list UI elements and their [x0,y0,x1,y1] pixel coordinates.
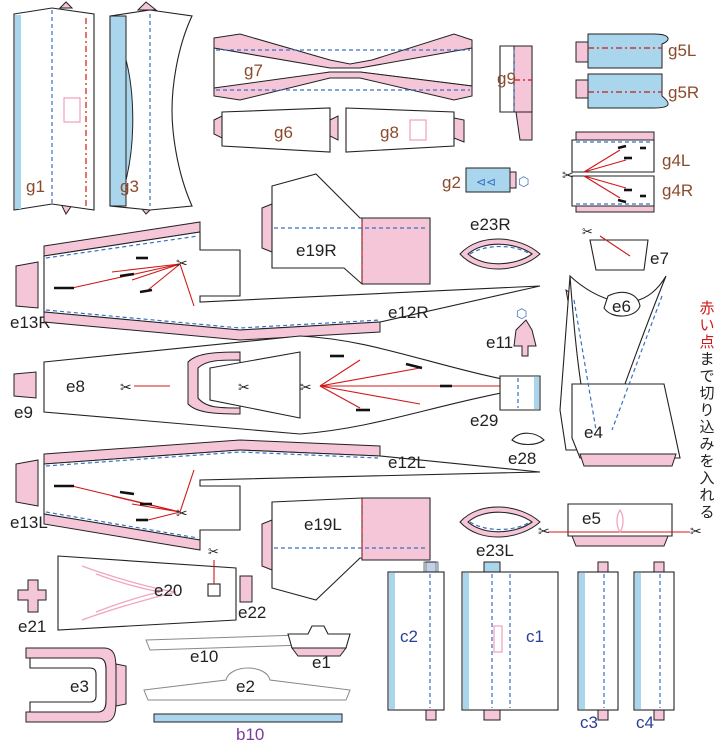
scissors-icon: ✂ [690,523,702,539]
scissors-icon: ✂ [208,544,219,559]
label-g1: g1 [26,177,45,196]
label-e23R: e23R [470,215,511,234]
part-e4: e6 e4 [559,274,681,467]
label-e23L: e23L [476,541,514,560]
label-g4R: g4R [662,181,693,200]
label-e9: e9 [14,403,33,422]
label-c3: c3 [580,713,598,732]
part-e28: e28 [508,432,545,468]
label-e5: e5 [582,509,601,528]
part-e19L: e19L [261,497,431,601]
part-e19R: e19R [261,173,431,285]
label-e1: e1 [312,653,331,672]
label-e12R: e12R [388,303,429,322]
part-c3: c3 [577,561,619,732]
part-e9: e9 [13,371,37,422]
label-e12L: e12L [388,453,426,472]
label-e29: e29 [470,411,498,430]
instruction-cut-text: まで切り込みを入れる [699,351,715,521]
part-e20: ✂ e20 [57,544,237,631]
part-e10: e10 [145,633,337,666]
part-b10: b10 [153,713,343,744]
part-g9: g9 [497,45,533,141]
label-g6: g6 [274,123,293,142]
label-e11: e11 [486,333,513,352]
label-c4: c4 [636,713,654,732]
part-c2: c2 [387,561,445,721]
label-g4L: g4L [662,151,690,170]
label-e19L: e19L [304,515,342,534]
scissors-icon: ✂ [582,224,593,239]
scissors-icon: ✂ [300,379,312,395]
part-e22: e22 [238,575,266,622]
instruction-red-dot: 赤い点 [699,300,715,351]
part-g6: g6 [213,107,339,153]
cube-icon: ⬡ [518,174,529,189]
label-e22: e22 [238,603,266,622]
label-e13L: e13L [10,513,48,532]
label-e20: e20 [154,581,182,600]
scissors-icon: ✂ [176,255,188,271]
scissors-icon: ✂ [238,379,250,395]
part-e13R: e13R [10,261,51,332]
label-g9: g9 [497,69,516,88]
label-c2: c2 [400,627,418,646]
label-e4: e4 [584,423,603,442]
label-e21: e21 [18,617,46,636]
scissors-icon: ✂ [176,505,188,521]
part-e12L: ✂ e12L [43,439,541,551]
label-e10: e10 [190,647,218,666]
part-g3: g3 [109,1,193,215]
part-g7: g7 [213,33,473,101]
scissors-icon: ✂ [120,379,132,395]
scissors-icon: ✂ [562,167,574,183]
instruction-note: 赤い点まで切り込みを入れる [696,300,718,521]
part-c1: c1 [461,561,559,721]
part-e7: ✂ e7 [582,224,669,271]
label-e28: e28 [508,449,536,468]
label-e2: e2 [236,677,255,696]
part-e13L: e13L [10,459,48,532]
part-g5L: g5L [575,33,696,69]
label-e3: e3 [70,677,89,696]
label-g8: g8 [380,123,399,142]
part-e21: e21 [17,579,47,636]
scissors-icon: ✂ [538,523,550,539]
arrow-icon: ⊲⊲ [476,175,496,189]
part-g1: g1 [13,1,95,215]
cube-icon: ⬡ [516,306,527,321]
part-e23R: e23R [459,215,541,270]
part-e3: e3 [25,647,127,723]
label-e7: e7 [650,249,669,268]
part-e8: ✂ ✂ ✂ e8 [43,335,541,435]
label-g3: g3 [120,177,139,196]
part-g4L: g4L [571,131,690,173]
label-c1: c1 [526,627,544,646]
part-e2: e2 [143,667,351,701]
label-g2: g2 [442,173,461,192]
label-e13R: e13R [10,313,51,332]
part-g2: ⊲⊲ g2 ⬡ [442,167,529,193]
label-g7: g7 [244,61,263,80]
part-e11: ⬡ e11 [486,306,537,357]
label-b10: b10 [236,725,264,744]
part-e29: e29 [470,375,541,430]
label-e19R: e19R [296,241,337,260]
label-g5R: g5R [668,83,699,102]
label-g5L: g5L [668,41,696,60]
part-g5R: g5R [575,73,699,109]
part-g8: g8 [345,107,465,153]
part-g4R: g4R ✂ [562,167,693,213]
part-e1: e1 [287,625,351,672]
part-e12R: ✂ e12R [43,221,541,341]
label-e6: e6 [612,297,631,316]
part-c4: c4 [633,561,675,732]
part-e5: ✂ ✂ e5 [538,503,702,547]
label-e8: e8 [66,377,85,396]
part-e23L: e23L [459,506,541,560]
